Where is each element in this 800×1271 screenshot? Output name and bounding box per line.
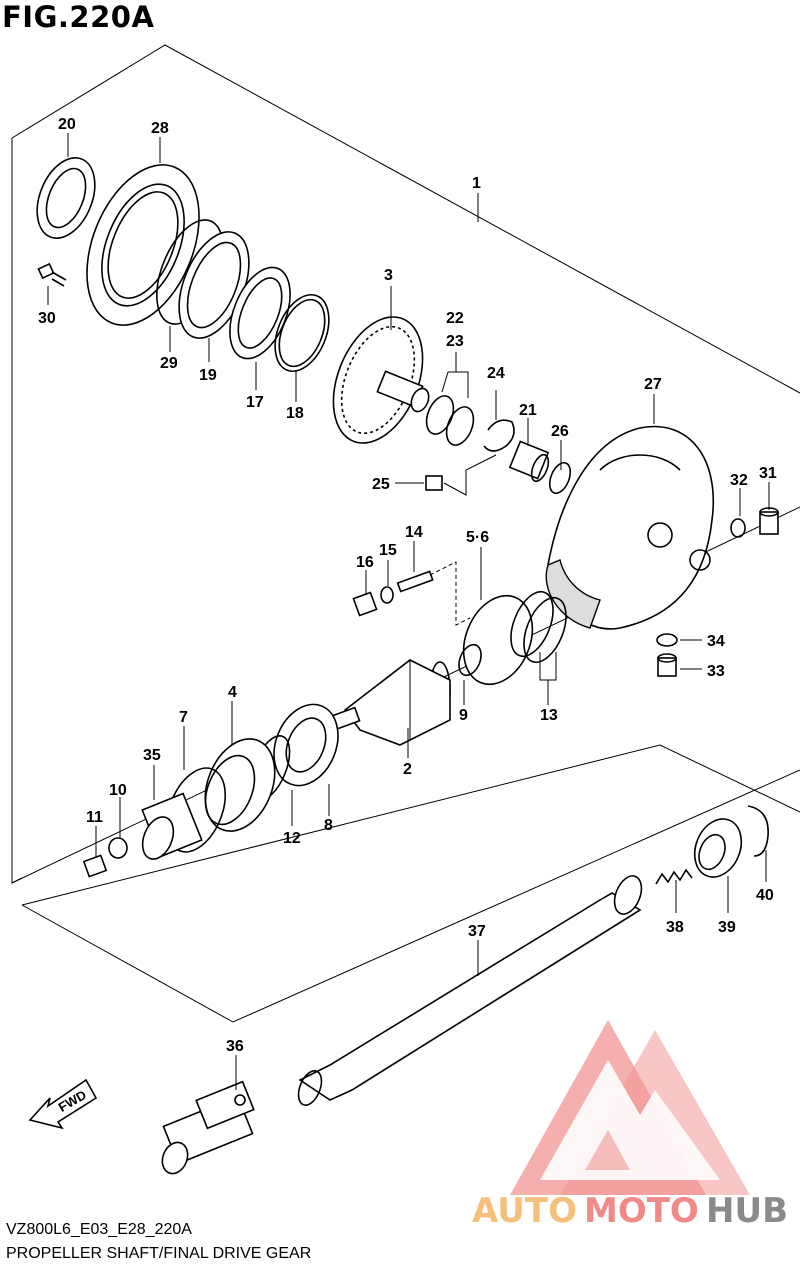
part-28-bearing-housing (86, 164, 200, 326)
part-38-spring (655, 868, 693, 885)
part-22-23-shims (425, 371, 475, 446)
callout-11: 11 (86, 809, 103, 826)
callout-32: 32 (730, 472, 748, 489)
part-18-shim (274, 294, 330, 372)
callout-18: 18 (286, 405, 304, 422)
callout-22: 22 (446, 310, 464, 327)
part-24-retainer (483, 390, 515, 452)
callout-16: 16 (356, 554, 374, 571)
callout-17: 17 (246, 394, 264, 411)
part-40-circlip (747, 805, 769, 857)
callout-25: 25 (372, 476, 390, 493)
callout-8: 8 (324, 817, 333, 834)
callout-33: 33 (707, 663, 725, 680)
callout-2: 2 (403, 761, 412, 778)
callout-30: 30 (38, 310, 56, 327)
callout-27: 27 (644, 376, 662, 393)
callout-29: 29 (160, 355, 178, 372)
part-3-ring-gear (332, 316, 430, 444)
part-10-washer (108, 837, 128, 859)
callout-31: 31 (759, 465, 777, 482)
part-34-gasket (656, 633, 678, 647)
watermark-brand-left: AUTO (472, 1191, 577, 1231)
diagram-caption: PROPELLER SHAFT/FINAL DRIVE GEAR (6, 1245, 312, 1262)
callout-14: 14 (405, 524, 423, 541)
part-15-washer (380, 586, 394, 604)
part-27-final-gear-case (545, 425, 714, 630)
callout-10: 10 (109, 782, 127, 799)
diagram-code: VZ800L6_E03_E28_220A (6, 1221, 192, 1238)
part-4-drive-coupling (204, 738, 276, 832)
callout-13: 13 (540, 707, 558, 724)
part-2-pinion-gear (327, 659, 451, 746)
part-11-nut (82, 854, 108, 878)
callout-15: 15 (379, 542, 397, 559)
callout-28: 28 (151, 120, 169, 137)
callout-20: 20 (58, 116, 76, 133)
part-35-coupling-sleeve (141, 792, 203, 860)
callout-12: 12 (283, 830, 301, 847)
part-8-bearing (273, 703, 339, 787)
part-25-bolt (395, 454, 497, 496)
callout-1: 1 (472, 175, 481, 192)
part-19-ring (178, 231, 250, 339)
callout-9: 9 (459, 707, 468, 724)
callout-4: 4 (228, 684, 237, 701)
part-39-boot-seat (693, 818, 743, 878)
part-5-6-bearing-case (458, 594, 534, 686)
figure-title: FIG.220A (2, 0, 155, 34)
callout-39: 39 (718, 919, 736, 936)
shaft-box-outline (21, 744, 800, 1023)
callout-38: 38 (666, 919, 684, 936)
part-31-plug (759, 507, 779, 535)
part-17-bearing (229, 266, 291, 360)
part-16-nut (352, 591, 378, 617)
callout-34: 34 (707, 633, 725, 650)
part-37-propeller-shaft (297, 875, 643, 1106)
part-36-universal-joint (161, 1080, 255, 1175)
part-21-needle-bearing (508, 440, 550, 483)
part-33-drain-bolt (657, 653, 677, 677)
callout-26: 26 (551, 423, 569, 440)
assembly-box-outline (11, 44, 800, 884)
callout-37: 37 (468, 923, 486, 940)
watermark-brand-right: HUB (706, 1191, 788, 1231)
callout-23: 23 (446, 333, 464, 350)
callout-5-6: 5·6 (466, 529, 489, 546)
callout-21: 21 (519, 402, 537, 419)
dash-guide-1 (429, 561, 471, 626)
part-14-stud (396, 570, 434, 593)
callout-40: 40 (756, 887, 774, 904)
leader-lines (47, 133, 770, 1090)
part-20-oil-seal (36, 157, 96, 239)
part-32-gasket (730, 518, 746, 538)
callout-19: 19 (199, 367, 217, 384)
watermark-brand-mid: MOTO (584, 1191, 699, 1231)
fwd-direction-arrow: FWD (28, 1078, 98, 1130)
watermark-brand-text: AUTO MOTO HUB (472, 1191, 788, 1231)
part-26-washer (548, 461, 572, 495)
callout-36: 36 (226, 1038, 244, 1055)
callout-24: 24 (487, 365, 505, 382)
callout-35: 35 (143, 747, 161, 764)
callout-7: 7 (179, 709, 188, 726)
callout-3: 3 (384, 267, 393, 284)
watermark-logo (510, 1020, 750, 1195)
part-13-shims (510, 590, 567, 681)
part-30-bolt (37, 262, 67, 287)
